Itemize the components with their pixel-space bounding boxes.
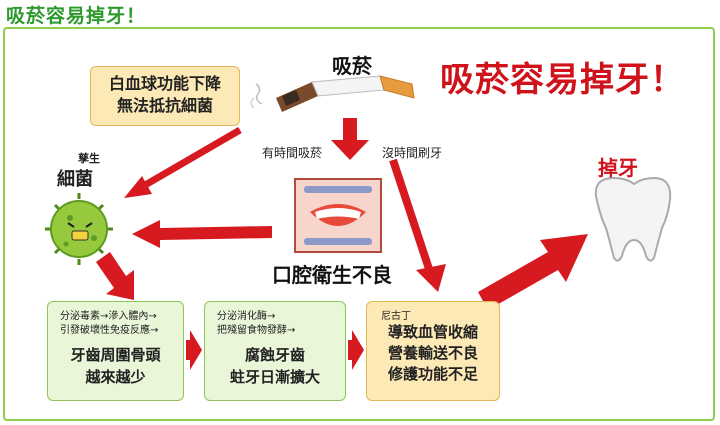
- nicotine-big-1: 導致血管收縮: [387, 323, 478, 341]
- tooth-loss-label: 掉牙: [598, 156, 638, 180]
- tooth-decay-big-2: 蛀牙日漸擴大: [229, 368, 320, 386]
- mouth-image: [294, 178, 382, 253]
- arrow-box1-to-box2: [186, 330, 202, 370]
- flow-arrows: [96, 118, 588, 370]
- bacteria-top-text: 孳生: [78, 152, 100, 165]
- bone-loss-big-1: 牙齒周圍骨頭: [70, 346, 161, 364]
- arrow-bacteria-to-box1: [96, 252, 134, 300]
- wbc-line-2: 無法抵抗細菌: [116, 96, 213, 115]
- tooth-decay-box: 分泌消化酶→ 把殘留食物發酵→ 腐蝕牙齒 蛀牙日漸擴大: [204, 301, 346, 401]
- nicotine-small: 尼古丁: [381, 311, 411, 322]
- arrow-smoking-to-mouth: [331, 118, 369, 160]
- smoking-label: 吸菸: [332, 54, 372, 78]
- right-arrow-label: 沒時間刷牙: [382, 146, 443, 160]
- cigarette-icon: [250, 75, 415, 112]
- bacteria-label: 細菌: [57, 169, 93, 190]
- arrow-box2-to-box3: [348, 330, 364, 370]
- arrow-to-tooth: [478, 234, 588, 310]
- bone-loss-small-2: 引發破壞性免疫反應→: [60, 325, 159, 336]
- arrow-to-nicotine: [389, 158, 446, 292]
- oral-hygiene-label: 口腔衛生不良: [272, 263, 392, 287]
- tooth-decay-small-2: 把殘留食物發酵→: [217, 325, 296, 336]
- arrow-wbc-to-bacteria: [124, 126, 242, 198]
- bacteria-icon: [45, 193, 113, 265]
- left-arrow-label: 有時間吸菸: [262, 146, 323, 160]
- bone-loss-big-2: 越來越少: [85, 368, 146, 386]
- diagram-frame: [3, 27, 715, 421]
- arrow-mouth-to-bacteria: [132, 220, 272, 248]
- tooth-decay-small-1: 分泌消化酶→: [217, 311, 276, 322]
- header-title: 吸菸容易掉牙！: [6, 5, 147, 27]
- nicotine-big-3: 修護功能不足: [387, 365, 478, 383]
- tooth-decay-big-1: 腐蝕牙齒: [244, 346, 305, 364]
- nicotine-box: 尼古丁 導致血管收縮 營養輸送不良 修護功能不足: [366, 301, 500, 401]
- bone-loss-box: 分泌毒素→滲入體內→ 引發破壞性免疫反應→ 牙齒周圍骨頭 越來越少: [47, 301, 184, 401]
- wbc-line-1: 白血球功能下降: [108, 74, 221, 93]
- nicotine-big-2: 營養輸送不良: [387, 344, 478, 362]
- wbc-box: 白血球功能下降 無法抵抗細菌: [90, 66, 240, 126]
- main-title: 吸菸容易掉牙！: [440, 60, 685, 100]
- tooth-icon: [594, 176, 672, 262]
- bone-loss-small-1: 分泌毒素→滲入體內→: [60, 311, 157, 322]
